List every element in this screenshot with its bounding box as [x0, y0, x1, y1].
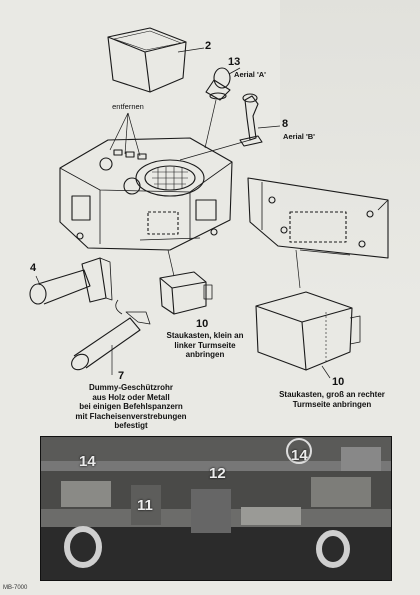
assembly-diagram — [29, 27, 389, 379]
part-number-10-large: 10 — [332, 376, 345, 388]
part-7-dummy-barrel — [71, 299, 151, 371]
caption-small-box: Staukasten, klein an linker Turmseite an… — [150, 331, 260, 360]
part-10-large-box — [255, 291, 361, 371]
part-number-7: 7 — [118, 370, 125, 382]
label-entfernen: entfernen — [112, 102, 144, 111]
caption-dummy-line-3: bei einigen Befehlspanzern — [79, 402, 183, 411]
reference-photo: 14 12 14 11 — [40, 436, 392, 581]
label-aerial-a: Aerial 'A' — [234, 70, 266, 79]
caption-small-line-1: Staukasten, klein an — [166, 331, 244, 340]
caption-large-line-1: Staukasten, groß an rechter — [279, 390, 385, 399]
part-8-aerial-b — [239, 93, 263, 147]
caption-dummy-line-1: Dummy-Geschützrohr — [88, 383, 173, 392]
part-2-box — [107, 27, 187, 93]
page-footer-code: MB-7000 — [3, 585, 28, 591]
part-number-13: 13 — [228, 56, 241, 68]
caption-small-line-2: linker Turmseite — [174, 340, 236, 350]
caption-dummy-line-2: aus Holz oder Metall — [92, 392, 170, 402]
part-number-4: 4 — [30, 262, 37, 274]
part-13-aerial-a — [205, 67, 231, 101]
part-number-8: 8 — [282, 118, 289, 130]
caption-large-box: Staukasten, groß an rechter Turmseite an… — [252, 390, 412, 409]
part-number-10-small: 10 — [196, 318, 209, 330]
label-aerial-b: Aerial 'B' — [283, 132, 315, 141]
caption-dummy-barrel: Dummy-Geschützrohr aus Holz oder Metall … — [56, 383, 206, 431]
photo-number-14-right: 14 — [291, 447, 308, 464]
caption-large-line-2: Turmseite anbringen — [292, 399, 372, 409]
photo-number-11: 11 — [137, 497, 153, 514]
part-10-small-box — [159, 271, 213, 315]
part-4-mount — [29, 257, 113, 305]
caption-small-line-3: anbringen — [185, 350, 225, 359]
photo-shapes — [41, 437, 391, 580]
photo-number-14-left: 14 — [79, 453, 96, 470]
caption-dummy-line-5: befestigt — [114, 421, 148, 430]
part-number-2: 2 — [205, 40, 212, 52]
turret-body — [59, 137, 233, 251]
turret-side-plate — [247, 177, 389, 259]
caption-dummy-line-4: mit Flacheisenverstrebungen — [75, 411, 187, 421]
photo-number-12: 12 — [209, 465, 226, 482]
